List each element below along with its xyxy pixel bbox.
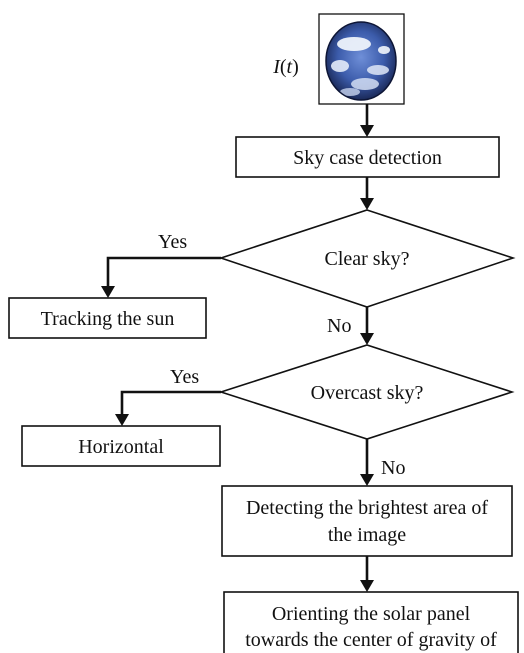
sky-image [318, 13, 405, 105]
brightest-area-box: Detecting the brightest area of the imag… [221, 485, 513, 557]
arrowhead [101, 286, 115, 298]
sky-case-detection-label: Sky case detection [293, 147, 442, 169]
arrowhead [360, 474, 374, 486]
horizontal-box: Horizontal [21, 425, 221, 467]
tracking-sun-label: Tracking the sun [41, 308, 175, 330]
arrowhead [360, 333, 374, 345]
brightest-area-label-line1: Detecting the brightest area of [246, 497, 488, 519]
arrowhead [115, 414, 129, 426]
clear-sky-decision: Clear sky? [218, 209, 516, 308]
arrowhead [360, 580, 374, 592]
connectors [101, 104, 374, 592]
arrowhead [360, 198, 374, 210]
overcast-no-label: No [381, 457, 405, 479]
arrowhead [360, 125, 374, 137]
clear-yes-label: Yes [158, 231, 187, 253]
orient-panel-label-line2: towards the center of gravity of [245, 629, 497, 651]
arrow-overcast-yes [120, 390, 221, 415]
arrow-clear-yes [106, 256, 221, 287]
overcast-yes-label: Yes [170, 366, 199, 388]
input-label: I(t) [272, 56, 299, 78]
overcast-sky-decision: Overcast sky? [218, 344, 515, 440]
sky-case-detection-box: Sky case detection [235, 136, 500, 178]
sky-image-clouds [331, 37, 390, 96]
orient-panel-label-line1: Orienting the solar panel [272, 603, 471, 625]
brightest-area-label-line2: the image [328, 524, 406, 546]
horizontal-label: Horizontal [78, 436, 164, 458]
tracking-sun-box: Tracking the sun [8, 297, 207, 339]
clear-sky-label: Clear sky? [325, 248, 410, 270]
overcast-sky-label: Overcast sky? [311, 382, 424, 404]
orient-panel-box: Orienting the solar panel towards the ce… [223, 591, 519, 653]
clear-no-label: No [327, 315, 351, 337]
